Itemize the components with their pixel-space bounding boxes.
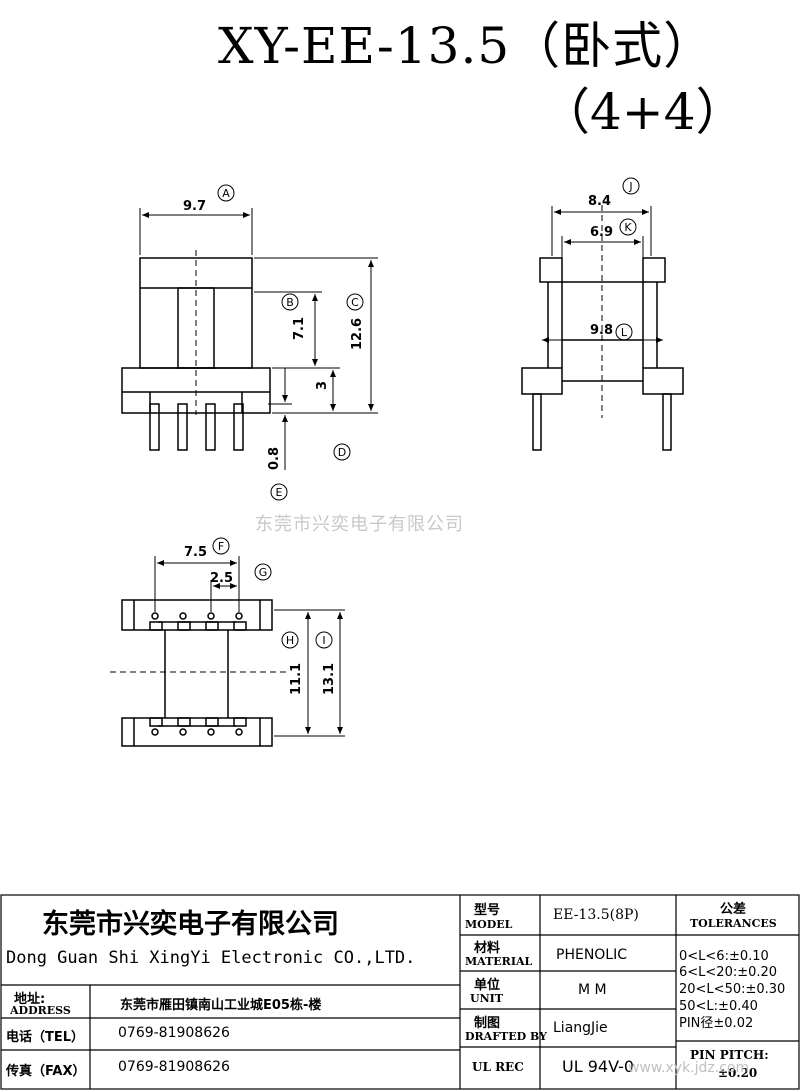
tag-g: G (254, 563, 272, 581)
svg-text:D: D (338, 446, 346, 459)
unit-value: M M (578, 982, 607, 998)
svg-text:K: K (624, 221, 632, 234)
svg-text:G: G (259, 566, 268, 579)
model-label-cn: 型号 (474, 903, 501, 918)
svg-text:C: C (351, 296, 359, 309)
dim-k-value: 6.9 (590, 225, 613, 240)
drafted-label-en: DRAFTED BY (465, 1030, 547, 1043)
dim-j-value: 8.4 (588, 194, 611, 209)
tolerance-line-5: PIN径±0.02 (679, 1016, 754, 1031)
dim-g-value: 2.5 (210, 571, 233, 586)
ul-rec-value: UL 94V-0 (562, 1057, 635, 1076)
tolerance-label-en: TOLERANCES (690, 917, 777, 930)
ul-rec-label: UL REC (472, 1060, 524, 1074)
dim-l-value: 9.8 (590, 323, 613, 338)
address-label-cn: 地址: (14, 992, 46, 1007)
bottom-pins-top (149, 612, 247, 631)
svg-text:F: F (218, 540, 224, 553)
title-block-grid (0, 894, 800, 1090)
svg-text:I: I (322, 634, 325, 647)
dimension-labels: 9.7 8.4 6.9 9.8 7.5 2.5 7.1 12.6 3 0.8 1… (183, 194, 613, 695)
tag-f: F (212, 537, 230, 555)
tag-k: K (619, 218, 637, 236)
dim-c-value: 12.6 (350, 318, 365, 350)
drafted-value: LiangJie (553, 1020, 608, 1036)
tolerance-line-4: 50<L:±0.40 (679, 999, 758, 1014)
unit-label-cn: 单位 (474, 978, 501, 993)
pin-pitch-value: ±0.20 (718, 1066, 758, 1080)
reference-tags: A B C D E F G H I J K L (212, 177, 640, 649)
tolerance-line-1: 0<L<6:±0.10 (679, 949, 769, 964)
address-value: 东莞市雁田镇南山工业城E05栋-楼 (120, 998, 322, 1013)
tel-label: 电话（TEL） (6, 1030, 85, 1045)
drafted-label-cn: 制图 (474, 1016, 501, 1031)
tag-l: L (615, 323, 633, 341)
tag-h: H (281, 631, 299, 649)
tolerance-line-2: 6<L<20:±0.20 (679, 965, 778, 980)
dim-e-value: 0.8 (267, 447, 282, 470)
material-label-en: MATERIAL (465, 955, 533, 968)
svg-text:L: L (621, 326, 628, 339)
tag-a: A (217, 184, 235, 202)
pin-pitch-label: PIN PITCH: (690, 1048, 769, 1062)
tag-e: E (270, 483, 288, 501)
model-value: EE-13.5(8P) (553, 907, 639, 923)
material-value: PHENOLIC (556, 947, 628, 963)
tag-b: B (281, 293, 299, 311)
dim-f-value: 7.5 (184, 545, 207, 560)
material-label-cn: 材料 (474, 941, 501, 956)
dim-b-value: 7.1 (292, 317, 307, 340)
svg-text:E: E (276, 486, 283, 499)
tag-j: J (622, 177, 640, 195)
watermark: 东莞市兴奕电子有限公司 (255, 514, 464, 535)
company-name-en: Dong Guan Shi XingYi Electronic CO.,LTD. (6, 948, 416, 968)
dim-i-value: 13.1 (322, 663, 337, 695)
unit-label-en: UNIT (470, 992, 503, 1005)
dim-a-value: 9.7 (183, 199, 206, 214)
front-view (121, 208, 378, 470)
dim-h-value: 11.1 (289, 663, 304, 695)
tolerance-line-3: 20<L<50:±0.30 (679, 982, 786, 997)
dim-d-value: 3 (315, 381, 330, 390)
tel-value: 0769-81908626 (118, 1025, 230, 1041)
side-view (521, 205, 684, 451)
drawing-subtitle: （4+4） (540, 83, 746, 141)
front-pins (149, 403, 244, 451)
website-watermark: www.xyk.jdz.com (628, 1060, 750, 1076)
fax-value: 0769-81908626 (118, 1059, 230, 1075)
tag-d: D (333, 443, 351, 461)
address-label-en: ADDRESS (10, 1004, 71, 1017)
company-name-cn: 东莞市兴奕电子有限公司 (42, 909, 339, 940)
svg-text:A: A (222, 187, 230, 200)
svg-text:H: H (286, 634, 294, 647)
tag-c: C (346, 293, 364, 311)
svg-text:J: J (628, 180, 632, 193)
bottom-pins-bottom (149, 717, 247, 736)
fax-label: 传真（FAX） (6, 1064, 86, 1079)
drawing-title: XY-EE-13.5（卧式） (218, 17, 715, 75)
bottom-view (110, 556, 345, 747)
model-label-en: MODEL (465, 918, 513, 931)
tolerance-label-cn: 公差 (720, 902, 747, 917)
svg-text:B: B (286, 296, 294, 309)
tag-i: I (315, 631, 333, 649)
